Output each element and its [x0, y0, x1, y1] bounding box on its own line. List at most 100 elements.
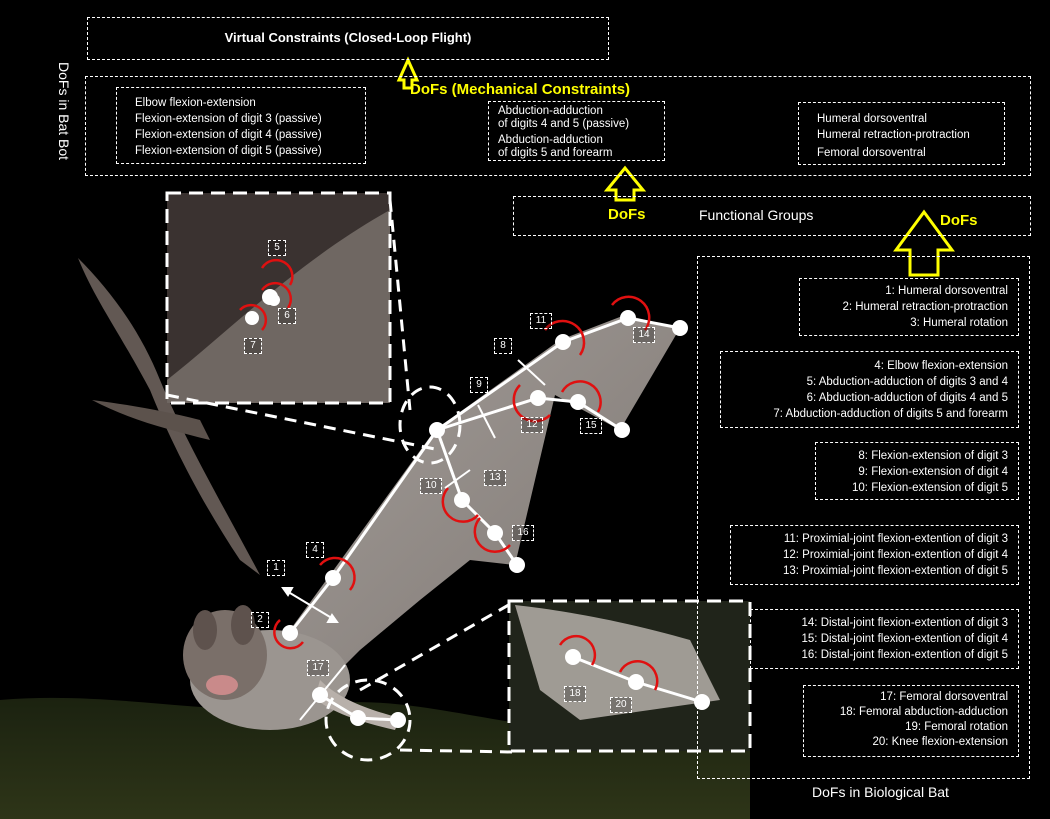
joint-tag-15: 15	[580, 418, 602, 434]
inset-connector	[399, 748, 513, 754]
group-item: Flexion-extension of digit 3 (passive)	[135, 113, 322, 125]
joint-arc	[611, 295, 651, 331]
group-item: Elbow flexion-extension	[135, 97, 256, 109]
joint-arc	[260, 281, 293, 309]
joint-arc	[273, 619, 304, 650]
group-item: 16: Distal-joint flexion-extention of di…	[801, 649, 1008, 661]
bio-group-femoral: 17: Femoral dorsoventral 18: Femoral abd…	[803, 685, 1019, 757]
arrow-femoral	[299, 664, 346, 721]
joint-tag-6: 6	[278, 308, 296, 324]
inset-connector	[359, 601, 513, 692]
joint-dot	[390, 712, 406, 728]
arrow-to-mechanical	[603, 165, 647, 202]
mechanical-group-humeral: Humeral dorsoventral Humeral retraction-…	[798, 102, 1005, 165]
bat-leg	[315, 680, 400, 730]
bio-group-proximal-joint: 11: Proximial-joint flexion-extention of…	[730, 525, 1019, 585]
virtual-constraints-box: Virtual Constraints (Closed-Loop Flight)	[87, 17, 609, 60]
joint-tag-9: 9	[470, 377, 488, 393]
bat-ear-left	[193, 610, 217, 650]
group-item: 3: Humeral rotation	[910, 317, 1008, 329]
joint-dot	[429, 422, 445, 438]
link-digit4	[436, 396, 623, 432]
group-item: 18: Femoral abduction-adduction	[839, 706, 1008, 718]
mechanical-group-abduction: Abduction-adduction of digits 4 and 5 (p…	[488, 101, 665, 161]
inset-membrane	[167, 210, 390, 403]
joint-dot	[694, 694, 710, 710]
arrow-digit4	[477, 404, 496, 439]
joint-arc	[441, 487, 479, 523]
group-item: Abduction-adduction	[498, 134, 603, 146]
near-wing-membrane	[290, 315, 680, 690]
joint-tag-18: 18	[564, 686, 586, 702]
group-item: 2: Humeral retraction-protraction	[842, 301, 1008, 313]
joint-dot	[268, 294, 280, 306]
group-item: 6: Abduction-adduction of digits 4 and 5	[806, 392, 1008, 404]
joint-arc	[618, 660, 659, 691]
bio-group-digit-flexion: 8: Flexion-extension of digit 3 9: Flexi…	[815, 442, 1019, 500]
functional-groups-label: Functional Groups	[699, 207, 814, 223]
joint-dot	[245, 311, 259, 325]
group-item: of digits 4 and 5 (passive)	[498, 118, 630, 130]
motion-arrows	[281, 359, 546, 721]
arrow-to-functional	[893, 209, 955, 277]
dofs-label-right: DoFs	[940, 212, 978, 229]
joint-arc	[319, 556, 356, 591]
virtual-constraints-label: Virtual Constraints (Closed-Loop Flight)	[224, 30, 472, 45]
joint-arc	[239, 303, 268, 331]
joint-dot	[672, 320, 688, 336]
group-item: 7: Abduction-adduction of digits 5 and f…	[773, 408, 1008, 420]
group-item: 15: Distal-joint flexion-extention of di…	[801, 633, 1008, 645]
bio-group-elbow: 4: Elbow flexion-extension 5: Abduction-…	[720, 351, 1019, 428]
joint-arc	[558, 634, 597, 666]
group-item: 11: Proximial-joint flexion-extention of…	[783, 533, 1008, 545]
bat-ear-right	[231, 605, 255, 645]
joint-arc	[473, 517, 511, 553]
joint-dot	[620, 310, 636, 326]
mechanical-group-elbow: Elbow flexion-extension Flexion-extensio…	[116, 87, 366, 164]
joint-arcs	[239, 258, 659, 691]
bat-mouth	[206, 675, 238, 695]
joint-tag-4: 4	[306, 542, 324, 558]
joint-dot	[570, 394, 586, 410]
joint-tag-5: 5	[268, 240, 286, 256]
group-item: 9: Flexion-extension of digit 4	[858, 466, 1008, 478]
group-item: 10: Flexion-extension of digit 5	[852, 482, 1008, 494]
group-item: Abduction-adduction	[498, 105, 603, 117]
joint-tag-17: 17	[307, 660, 329, 676]
joint-dot	[454, 492, 470, 508]
joint-tag-14: 14	[633, 327, 655, 343]
group-item: 5: Abduction-adduction of digits 3 and 4	[806, 376, 1008, 388]
group-item: 13: Proximial-joint flexion-extention of…	[782, 565, 1008, 577]
joint-dot	[282, 625, 298, 641]
joint-tag-11: 11	[530, 313, 552, 329]
group-item: of digits 5 and forearm	[498, 147, 613, 159]
far-wing-digit	[92, 400, 210, 440]
skeleton-links	[288, 316, 703, 722]
joint-tag-2: 2	[251, 612, 269, 628]
group-item: Humeral dorsoventral	[817, 113, 927, 125]
mechanical-constraints-label: DoFs (Mechanical Constraints)	[410, 81, 631, 98]
group-item: 1: Humeral dorsoventral	[885, 285, 1008, 297]
joint-dots	[245, 289, 710, 728]
yellow-arrows	[396, 56, 955, 277]
bio-group-humeral: 1: Humeral dorsoventral 2: Humeral retra…	[799, 278, 1019, 336]
group-item: Humeral retraction-protraction	[817, 129, 970, 141]
joint-dot	[565, 649, 581, 665]
joint-tag-10: 10	[420, 478, 442, 494]
bio-bat-dof-box	[697, 256, 1030, 779]
inset-bottom-border	[507, 599, 752, 753]
arrow-to-virtual	[396, 56, 420, 90]
joint-dot	[509, 557, 525, 573]
group-item: 19: Femoral rotation	[905, 721, 1008, 733]
arrow-digit5	[444, 469, 471, 489]
inset-top-border	[165, 191, 392, 405]
joint-dot	[325, 570, 341, 586]
functional-groups-box: Functional Groups	[513, 196, 1031, 236]
joint-tag-20: 20	[610, 697, 632, 713]
inset-connector	[166, 393, 441, 452]
bio-group-distal-joint: 14: Distal-joint flexion-extention of di…	[750, 609, 1019, 669]
group-item: 8: Flexion-extension of digit 3	[858, 450, 1008, 462]
joint-tag-12: 12	[521, 417, 543, 433]
